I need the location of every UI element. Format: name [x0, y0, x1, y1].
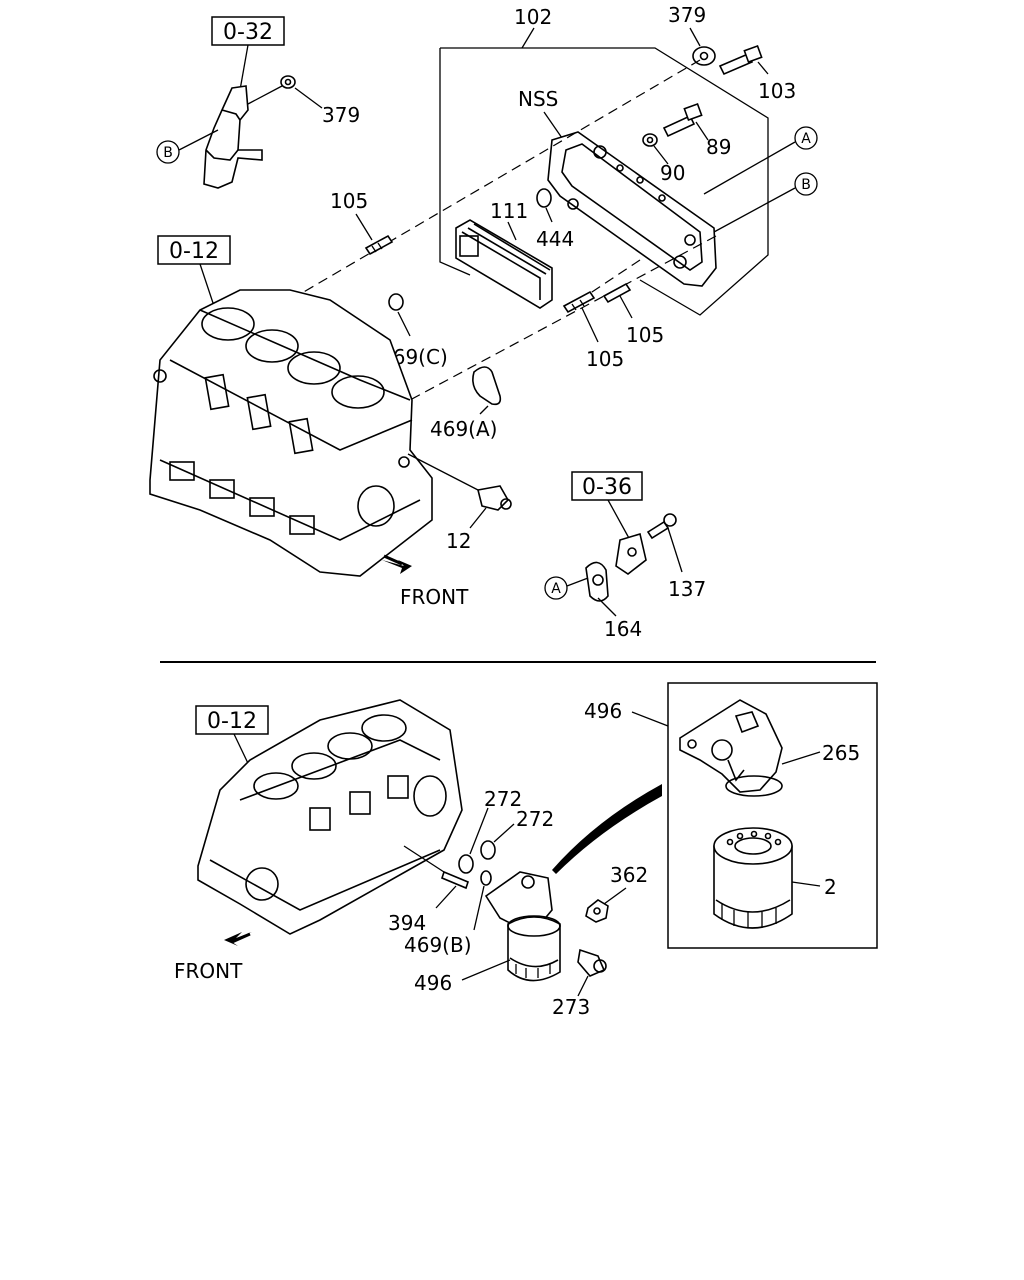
front-arrow-lower — [224, 932, 252, 946]
label-469a: 469(A) — [430, 417, 497, 441]
filter-head-265 — [679, 699, 783, 797]
bolt-89 — [662, 102, 703, 138]
bolt-273 — [577, 948, 607, 977]
o-ring-469b — [480, 870, 492, 886]
o-ring-444 — [536, 188, 552, 208]
stud-105-left — [364, 234, 394, 256]
stud-394 — [441, 870, 469, 890]
label-469b: 469(B) — [404, 933, 472, 957]
ref-0-36-label: 0-36 — [582, 475, 632, 500]
svg-text:B: B — [801, 177, 811, 193]
ref-box-0-36[interactable]: 0-36 — [571, 471, 643, 501]
label-496-lower: 496 — [414, 971, 452, 995]
filter-cartridge-2 — [713, 827, 793, 929]
o-ring-272-a — [458, 854, 474, 874]
oil-filter-assembly-496 — [484, 871, 561, 982]
label-164: 164 — [604, 617, 642, 641]
front-arrow-upper — [382, 554, 412, 574]
label-105-left: 105 — [330, 189, 368, 213]
label-102: 102 — [514, 5, 552, 29]
detail-inset-box — [667, 682, 878, 949]
callout-b-right: B — [794, 172, 818, 196]
label-2: 2 — [824, 875, 837, 899]
detail-pointer — [552, 784, 662, 874]
front-label-upper: FRONT — [400, 585, 469, 609]
ref-0-12-upper-label: 0-12 — [169, 239, 219, 264]
stud-105-center — [562, 290, 596, 314]
front-label-lower: FRONT — [174, 959, 243, 983]
label-272-b: 272 — [516, 807, 554, 831]
bolt-103 — [718, 44, 763, 76]
ref-box-0-12-upper[interactable]: 0-12 — [157, 235, 231, 265]
svg-text:B: B — [163, 145, 173, 161]
callout-a-right: A — [794, 126, 818, 150]
engine-block-upper — [149, 289, 433, 577]
label-89: 89 — [706, 135, 731, 159]
oil-cooler-group-bracket — [440, 47, 769, 316]
callout-b-left: B — [156, 140, 180, 164]
label-394: 394 — [388, 911, 426, 935]
stud-105-right — [602, 282, 632, 304]
label-362: 362 — [610, 863, 648, 887]
svg-text:A: A — [801, 131, 811, 147]
washer-90 — [642, 133, 658, 147]
ref-0-32-label: 0-32 — [223, 20, 273, 45]
water-outlet-pipe — [203, 85, 283, 189]
svg-text:A: A — [551, 581, 561, 597]
o-ring-272-b — [480, 840, 496, 860]
o-ring-469c — [388, 293, 404, 311]
label-265: 265 — [822, 741, 860, 765]
label-496-upper: 496 — [584, 699, 622, 723]
ref-0-12-lower-label: 0-12 — [207, 709, 257, 734]
label-379-top: 379 — [668, 3, 706, 27]
label-nss: NSS — [518, 87, 558, 111]
label-105-center: 105 — [586, 347, 624, 371]
callout-a-bottom: A — [544, 576, 568, 600]
ref-box-0-32[interactable]: 0-32 — [211, 16, 285, 46]
label-90: 90 — [660, 161, 685, 185]
pipe-flange — [585, 532, 647, 602]
label-272-a: 272 — [484, 787, 522, 811]
label-103: 103 — [758, 79, 796, 103]
oil-cooler-cover — [547, 131, 717, 287]
ref-box-0-12-lower[interactable]: 0-12 — [195, 705, 269, 735]
nut-362 — [585, 899, 609, 923]
gasket-469a — [472, 366, 502, 406]
label-12: 12 — [446, 529, 471, 553]
oil-cooler-element-111 — [455, 219, 553, 309]
nut-379-upper-left — [280, 75, 296, 89]
engine-block-lower — [197, 699, 463, 935]
label-105-right: 105 — [626, 323, 664, 347]
label-444: 444 — [536, 227, 574, 251]
label-137: 137 — [668, 577, 706, 601]
fitting-12 — [477, 485, 512, 511]
label-273: 273 — [552, 995, 590, 1019]
label-111: 111 — [490, 199, 528, 223]
label-379-left: 379 — [322, 103, 360, 127]
bolt-137 — [646, 513, 677, 540]
